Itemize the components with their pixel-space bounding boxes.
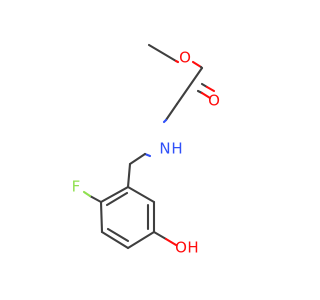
- amine-hydrogen-label: H: [171, 140, 182, 158]
- carbonyl-oxygen-label: O: [208, 92, 220, 110]
- bond-carbonyl-c-to-alpha-c: [175, 66, 204, 106]
- bond-alpha-c-to-n: [164, 102, 179, 122]
- bond-n-to-benzylic-c: [128, 152, 147, 166]
- phenol-hydrogen-label: H: [187, 239, 198, 257]
- bond-benzylic-c-to-ring-c1: [126, 162, 132, 189]
- bond-ring-c2-to-f-c-half: [88, 194, 103, 204]
- ring-bond-c3-c4: [100, 230, 130, 250]
- ring-bond-c1-c2: [99, 185, 130, 204]
- amine-nitrogen-label: N: [159, 140, 170, 158]
- bond-carbonyl-double-o-part-inner: [200, 91, 212, 100]
- ring-inner-double-bond-1: [105, 191, 129, 207]
- bond-ester-o-to-carbonyl-c-o-half: [191, 60, 203, 69]
- phenol-oxygen-label: O: [175, 239, 187, 257]
- ring-inner-double-bond-2: [106, 227, 130, 243]
- fluorine-label: F: [72, 178, 81, 196]
- atom-labels: O O N H F O H: [72, 49, 220, 257]
- ester-oxygen-label: O: [179, 49, 191, 67]
- bonds: [82, 43, 216, 250]
- molecule-structure: O O N H F O H: [72, 43, 220, 257]
- bond-methyl-to-ester-o-o-half: [174, 59, 180, 64]
- ring-bond-c4-c5: [126, 230, 156, 250]
- bond-ring-c5-to-oh-o-half: [164, 237, 178, 247]
- bond-alpha-c-to-n-n-half: [162, 118, 168, 124]
- bond-ring-c2-to-f-f-half: [82, 190, 92, 198]
- bond-methyl-to-ester-o: [147, 43, 178, 63]
- bond-ring-c5-to-oh-c-half: [152, 230, 168, 241]
- ring-bond-c2-c3: [99, 200, 104, 234]
- ring-bond-c6-c1: [126, 185, 156, 204]
- molecule-canvas: O O N H F O H: [71, 43, 220, 257]
- bond-carbonyl-double-o-part: [205, 85, 216, 93]
